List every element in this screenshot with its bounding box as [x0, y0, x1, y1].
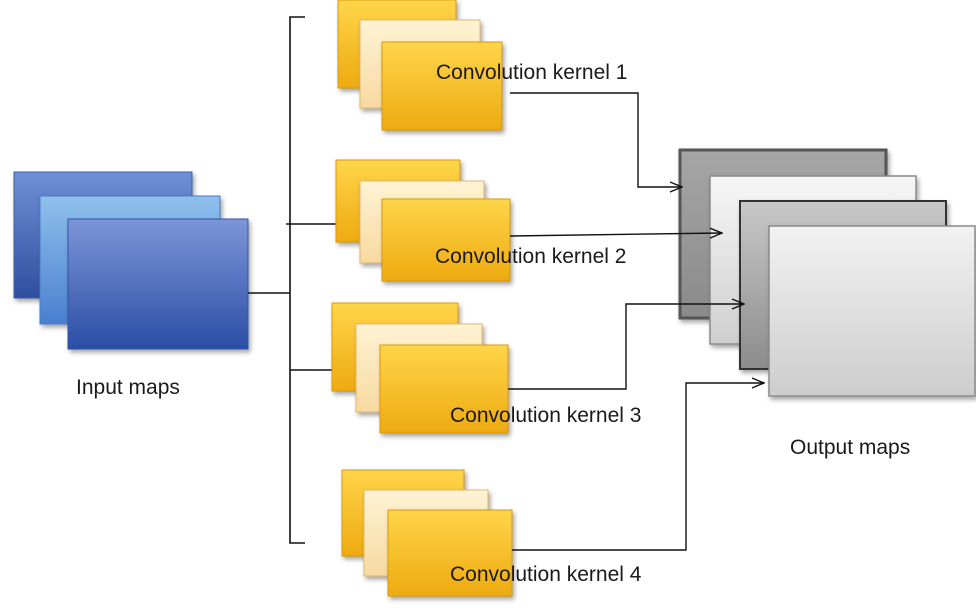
kernel-1-front	[381, 41, 503, 131]
input-maps-label: Input maps	[76, 376, 180, 399]
output-map-4	[768, 225, 976, 397]
kernel-stack-3	[331, 302, 509, 434]
kernel-stack-2	[335, 159, 511, 282]
kernel-2-label: Convolution kernel 2	[435, 245, 627, 268]
kernel-stack-1	[337, 0, 503, 131]
arrow-kernel-1	[510, 92, 682, 187]
arrow-kernel-4	[512, 383, 764, 551]
kernel-stack-4	[341, 469, 513, 597]
arrow-kernel-3	[508, 304, 744, 390]
input-map-3	[67, 218, 249, 350]
kernel-4-label: Convolution kernel 4	[450, 563, 642, 586]
bracket-line	[289, 16, 305, 544]
output-maps-label: Output maps	[790, 436, 911, 459]
kernel-3-label: Convolution kernel 3	[450, 404, 642, 427]
kernel-4-front	[387, 509, 513, 597]
kernel-2-front	[381, 198, 511, 282]
input-maps-stack	[13, 171, 249, 350]
arrow-kernel-2	[509, 233, 722, 236]
output-maps-stack	[678, 148, 976, 397]
bracket-connector	[248, 16, 336, 544]
arrows	[508, 92, 764, 551]
kernel-1-label: Convolution kernel 1	[436, 61, 628, 84]
kernel-3-front	[379, 344, 509, 434]
